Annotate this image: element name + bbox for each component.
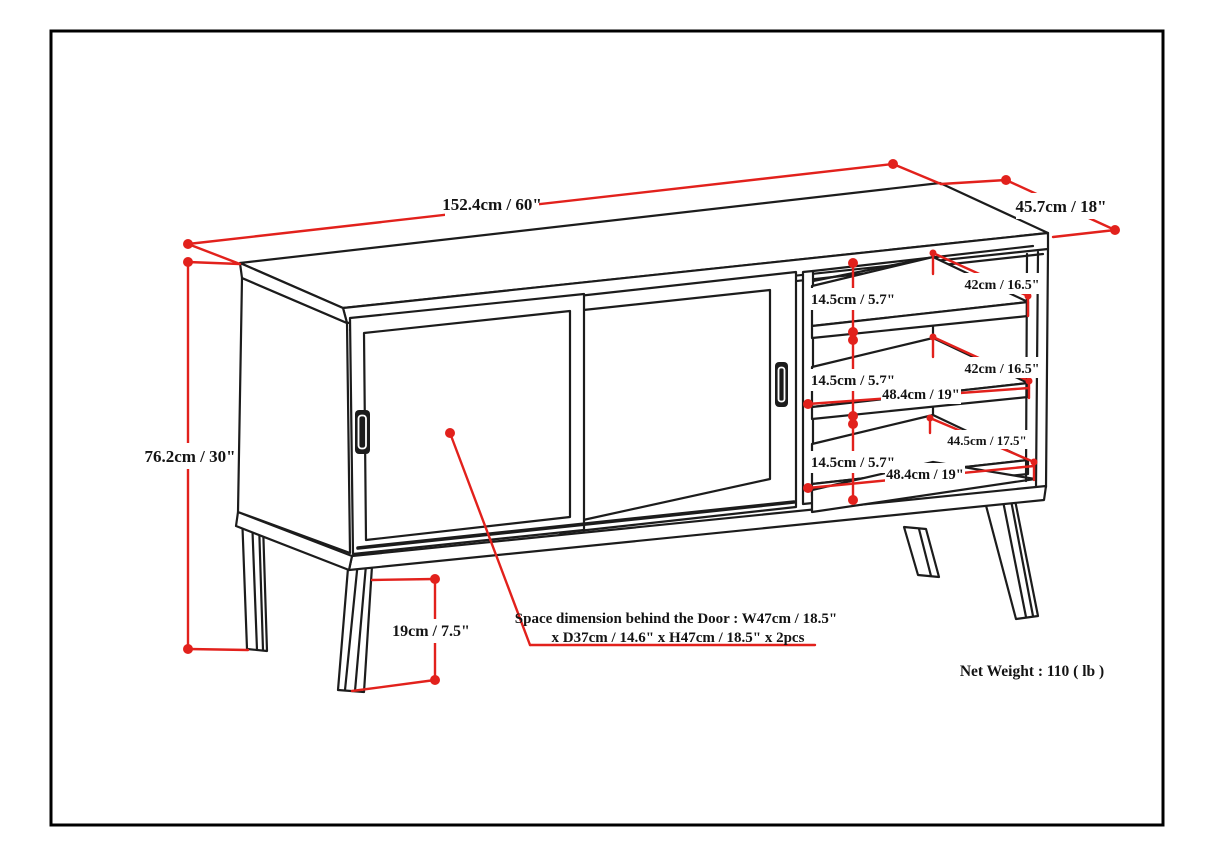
- door-space-leader: [448, 431, 532, 647]
- leg-front-left: [336, 554, 374, 694]
- left-side-panel: [236, 276, 352, 555]
- dim-shelf-depth-2-label: 42cm / 16.5": [964, 362, 1039, 377]
- dim-line-overall-width: [186, 162, 895, 246]
- door-space-note-line1: Space dimension behind the Door : W47cm …: [515, 611, 837, 627]
- door-handle-right: [775, 362, 788, 407]
- net-weight-label: Net Weight : 110 ( lb ): [960, 663, 1104, 680]
- leg-rear-right: [902, 525, 941, 579]
- dim-shelf-width-1-label: 48.4cm / 19": [882, 387, 960, 403]
- door-handle-left: [355, 410, 370, 454]
- door-space-note-line2: x D37cm / 14.6" x H47cm / 18.5" x 2pcs: [552, 630, 805, 646]
- dim-bottom-shelf-depth-label: 44.5cm / 17.5": [947, 433, 1026, 448]
- sliding-door-left: [348, 292, 586, 556]
- dim-overall-width-label: 152.4cm / 60": [442, 195, 542, 214]
- dim-overall-height-label: 76.2cm / 30": [144, 447, 235, 466]
- dim-leg-height-label: 19cm / 7.5": [392, 623, 470, 640]
- dim-shelf-clearance-1-label: 14.5cm / 5.7": [811, 292, 895, 308]
- sliding-door-right: [558, 270, 798, 535]
- dim-shelf-clearance-3-label: 14.5cm / 5.7": [811, 455, 895, 471]
- dimension-endpoints: [183, 159, 1120, 685]
- dimension-labels: 152.4cm / 60" 45.7cm / 18" 76.2cm / 30" …: [144, 191, 1107, 680]
- door-track: [356, 500, 796, 550]
- dim-shelf-width-2-label: 48.4cm / 19": [886, 467, 964, 483]
- dim-shelf-clearance-2-label: 14.5cm / 5.7": [811, 373, 895, 389]
- dim-shelf-depth-1-label: 42cm / 16.5": [964, 278, 1039, 293]
- dim-overall-depth-label: 45.7cm / 18": [1015, 197, 1106, 216]
